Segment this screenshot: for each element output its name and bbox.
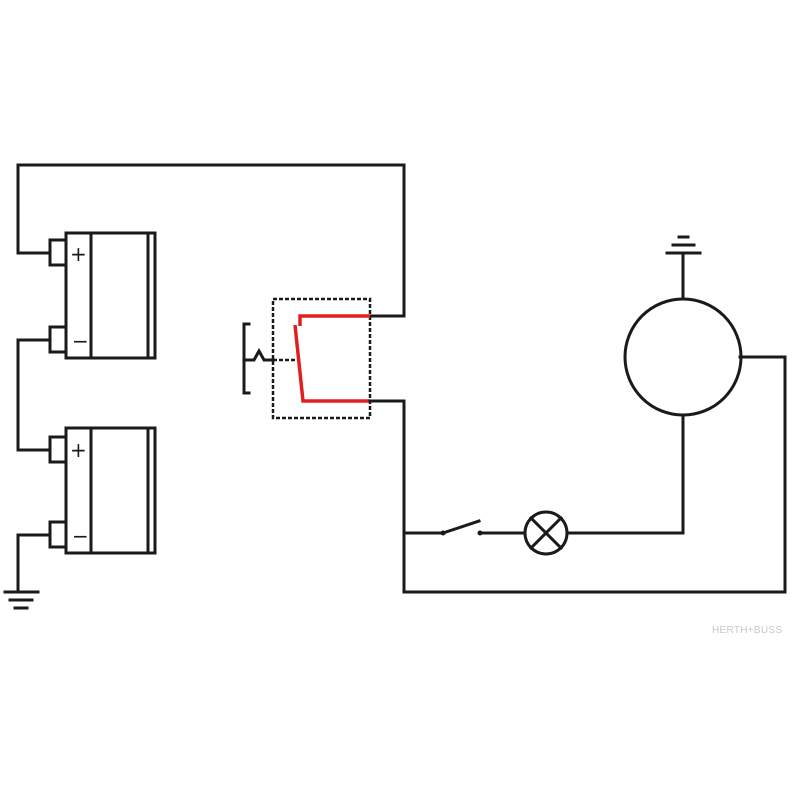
battery-plus-label: + bbox=[70, 242, 87, 266]
switch-icon[interactable] bbox=[440, 519, 483, 536]
lamp-icon bbox=[523, 510, 569, 556]
battery-plus-label: + bbox=[70, 438, 87, 462]
relay-contact-blade bbox=[293, 324, 370, 403]
battery-minus-label: − bbox=[72, 329, 89, 353]
battery-icon: + − bbox=[48, 426, 157, 555]
wire-battery-to-relay bbox=[16, 163, 406, 318]
battery-icon: + − bbox=[48, 231, 157, 360]
wire-battery-link bbox=[16, 338, 52, 452]
ground-icon bbox=[3, 590, 40, 610]
wire-relay-output bbox=[368, 355, 787, 594]
relay-contact-top bbox=[298, 314, 370, 326]
ground-icon bbox=[665, 235, 702, 255]
relay-icon bbox=[242, 297, 372, 420]
watermark-logo: HERTH+BUSS bbox=[712, 625, 783, 636]
wire-lamp-to-motor bbox=[565, 414, 685, 535]
battery-minus-label: − bbox=[72, 524, 89, 548]
motor-icon bbox=[623, 297, 743, 417]
wire-battery-ground bbox=[16, 533, 52, 594]
